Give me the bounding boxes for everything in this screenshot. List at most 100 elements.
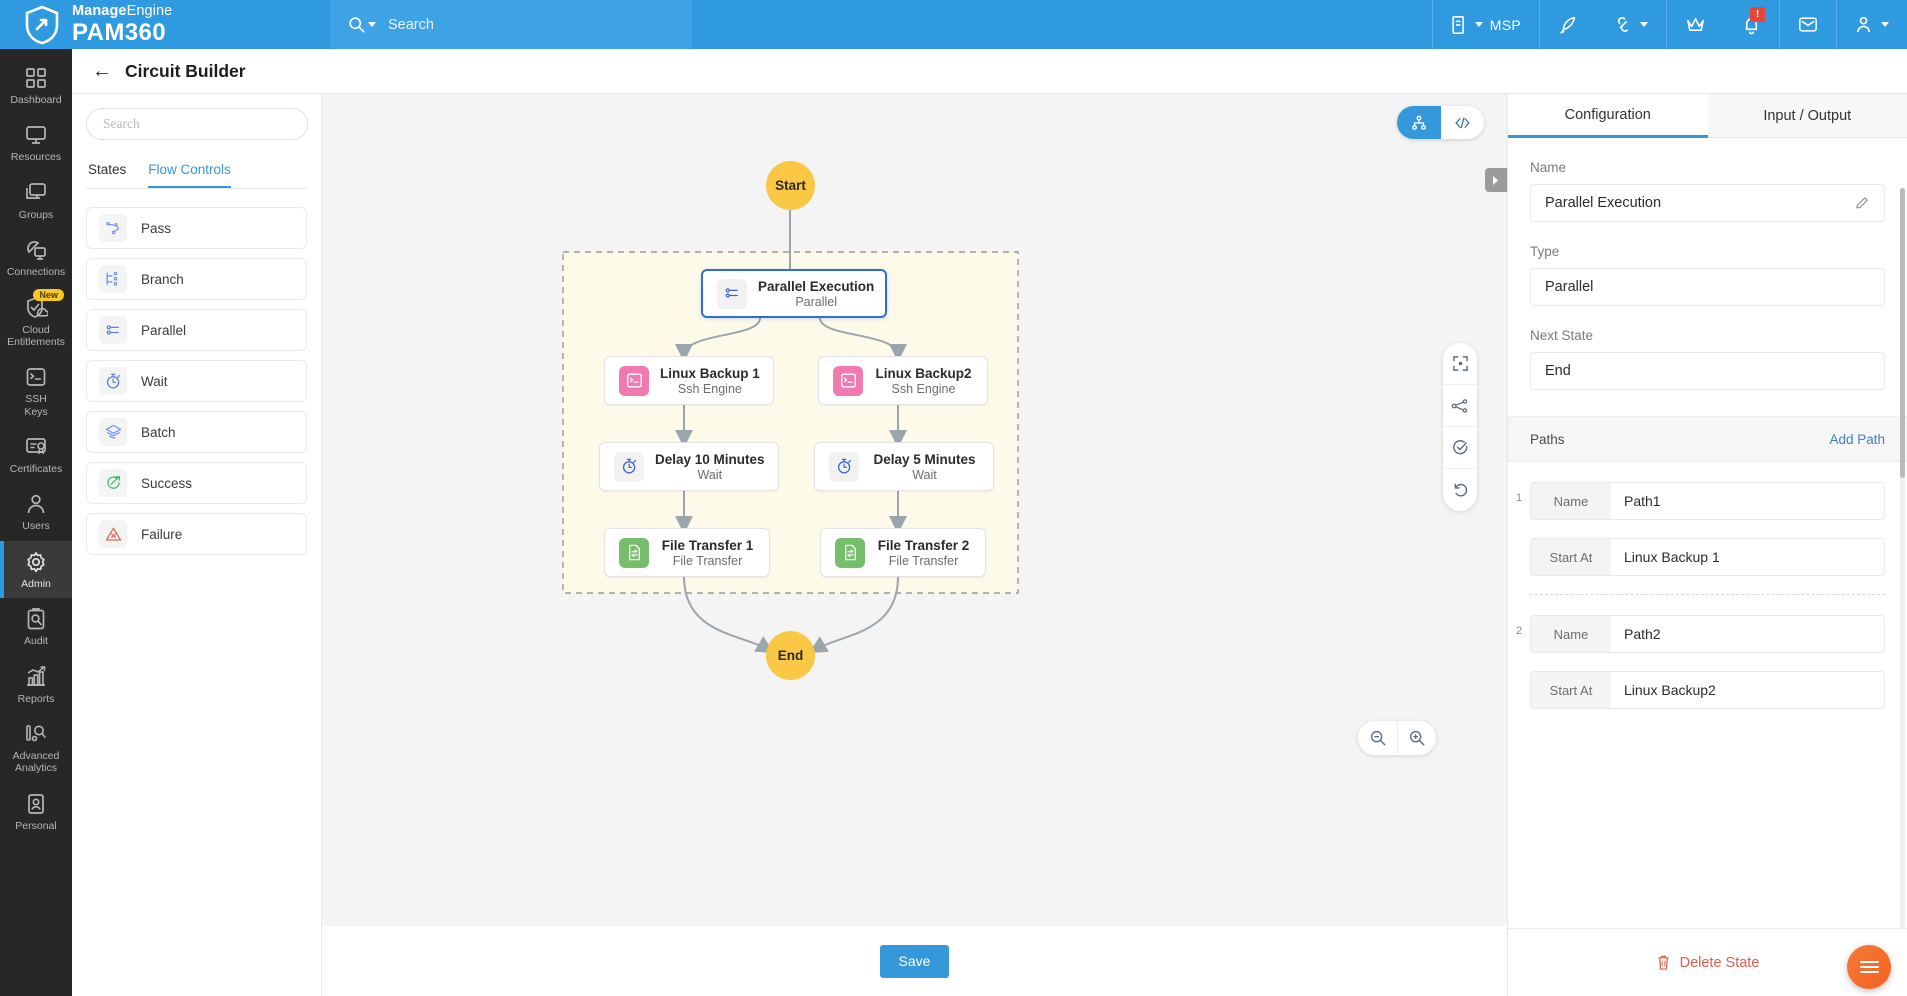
chevron-down-icon xyxy=(1881,22,1889,27)
msp-switcher[interactable]: MSP xyxy=(1431,0,1539,49)
sidebar-item-connections[interactable]: Connections xyxy=(0,229,72,286)
sidebar-item-resources[interactable]: Resources xyxy=(0,114,72,171)
config-scrollbar-track[interactable] xyxy=(1900,188,1905,928)
code-view-button[interactable] xyxy=(1441,106,1485,139)
zoom-in-button[interactable] xyxy=(1397,721,1436,755)
sidebar-item-label: Audit xyxy=(24,635,48,648)
zoom-out-button[interactable] xyxy=(1358,721,1397,755)
help-fab-button[interactable] xyxy=(1847,945,1891,989)
config-fields: Name Parallel Execution Type Parallel Ne… xyxy=(1508,138,1907,390)
flow-node-title: Delay 10 Minutes xyxy=(655,451,765,467)
sidebar-item-label: Certificates xyxy=(9,463,63,475)
gear-icon xyxy=(27,551,45,572)
next-state-value: End xyxy=(1545,363,1571,379)
arrow-left-icon[interactable]: ← xyxy=(92,60,112,82)
name-field[interactable]: Parallel Execution xyxy=(1530,184,1885,222)
sidebar-item-reports[interactable]: Reports xyxy=(0,656,72,713)
add-path-button[interactable]: Add Path xyxy=(1829,431,1885,447)
graph-view-button[interactable] xyxy=(1397,106,1441,139)
sidebar-item-certificates[interactable]: Certificates xyxy=(0,426,72,483)
failure-warning-icon xyxy=(105,527,121,541)
delete-state-label: Delete State xyxy=(1679,954,1760,971)
config-tab-input-output[interactable]: Input / Output xyxy=(1707,94,1907,138)
bar-chart-icon xyxy=(24,665,48,689)
sidebar-item-label: Users xyxy=(22,520,50,533)
rocket-button[interactable] xyxy=(1539,0,1596,49)
undo-button[interactable] xyxy=(1443,469,1477,511)
palette-item-parallel[interactable]: Parallel xyxy=(86,309,307,351)
config-scrollbar-thumb[interactable] xyxy=(1900,188,1905,478)
license-button[interactable] xyxy=(1666,0,1724,49)
end-node[interactable]: End xyxy=(766,631,815,680)
brand-suffix: Engine xyxy=(126,3,173,20)
delete-state-button[interactable]: Delete State xyxy=(1508,928,1907,996)
palette-tab-states[interactable]: States xyxy=(88,162,127,177)
search-icon xyxy=(348,16,376,33)
palette-item-failure[interactable]: Failure xyxy=(86,513,307,555)
code-icon xyxy=(1455,117,1470,128)
sidebar-item-users[interactable]: Users xyxy=(0,483,72,540)
palette-item-pass[interactable]: Pass xyxy=(86,207,307,249)
next-state-field[interactable]: End xyxy=(1530,352,1885,390)
notifications-button[interactable]: ! xyxy=(1724,0,1779,49)
layout-graph-icon xyxy=(1451,398,1468,413)
ssh-terminal-icon xyxy=(840,373,856,388)
user-menu[interactable] xyxy=(1836,0,1907,49)
config-tab-configuration[interactable]: Configuration xyxy=(1508,94,1708,138)
start-node[interactable]: Start xyxy=(766,161,815,210)
validate-button[interactable] xyxy=(1443,427,1477,469)
panel-collapse-handle[interactable] xyxy=(1485,168,1507,192)
layers-icon xyxy=(105,424,121,439)
brand-logo[interactable]: ManageEngine PAM360 xyxy=(0,3,330,45)
palette-item-success[interactable]: Success xyxy=(86,462,307,504)
messages-button[interactable] xyxy=(1779,0,1836,49)
sidebar-item-personal[interactable]: Personal xyxy=(0,783,72,840)
pencil-icon[interactable] xyxy=(1855,196,1870,211)
parallel-icon xyxy=(725,288,738,298)
grid-icon xyxy=(24,66,48,90)
validate-check-icon xyxy=(1452,440,1467,455)
save-bar: Save xyxy=(322,926,1507,996)
fit-to-screen-button[interactable] xyxy=(1443,343,1477,385)
sidebar-item-audit[interactable]: Audit xyxy=(0,598,72,655)
auto-layout-button[interactable] xyxy=(1443,385,1477,427)
flow-node-subtitle: Ssh Engine xyxy=(677,381,742,396)
sidebar-item-admin[interactable]: Admin xyxy=(0,540,72,599)
search-input[interactable]: Search xyxy=(388,16,434,33)
global-search[interactable]: Search xyxy=(330,0,692,49)
palette-item-wait[interactable]: Wait xyxy=(86,360,307,402)
palette-item-branch[interactable]: Branch xyxy=(86,258,307,300)
link-button[interactable] xyxy=(1596,0,1666,49)
save-button[interactable]: Save xyxy=(880,944,949,978)
sidebar-item-dashboard[interactable]: Dashboard xyxy=(0,57,72,114)
end-label: End xyxy=(777,648,804,663)
sidebar-item-groups[interactable]: Groups xyxy=(0,172,72,229)
ssh-terminal-icon xyxy=(619,365,649,396)
parallel-icon xyxy=(717,278,747,309)
connection-icon xyxy=(27,241,46,260)
palette-tab-flow-controls[interactable]: Flow Controls xyxy=(148,162,231,188)
palette-item-batch[interactable]: Batch xyxy=(86,411,307,453)
type-field[interactable]: Parallel xyxy=(1530,268,1885,306)
next-state-label: Next State xyxy=(1530,328,1594,343)
stopwatch-icon xyxy=(622,458,636,474)
path-name-value: Path2 xyxy=(1624,626,1661,642)
palette-search-input[interactable]: Search xyxy=(86,108,308,140)
